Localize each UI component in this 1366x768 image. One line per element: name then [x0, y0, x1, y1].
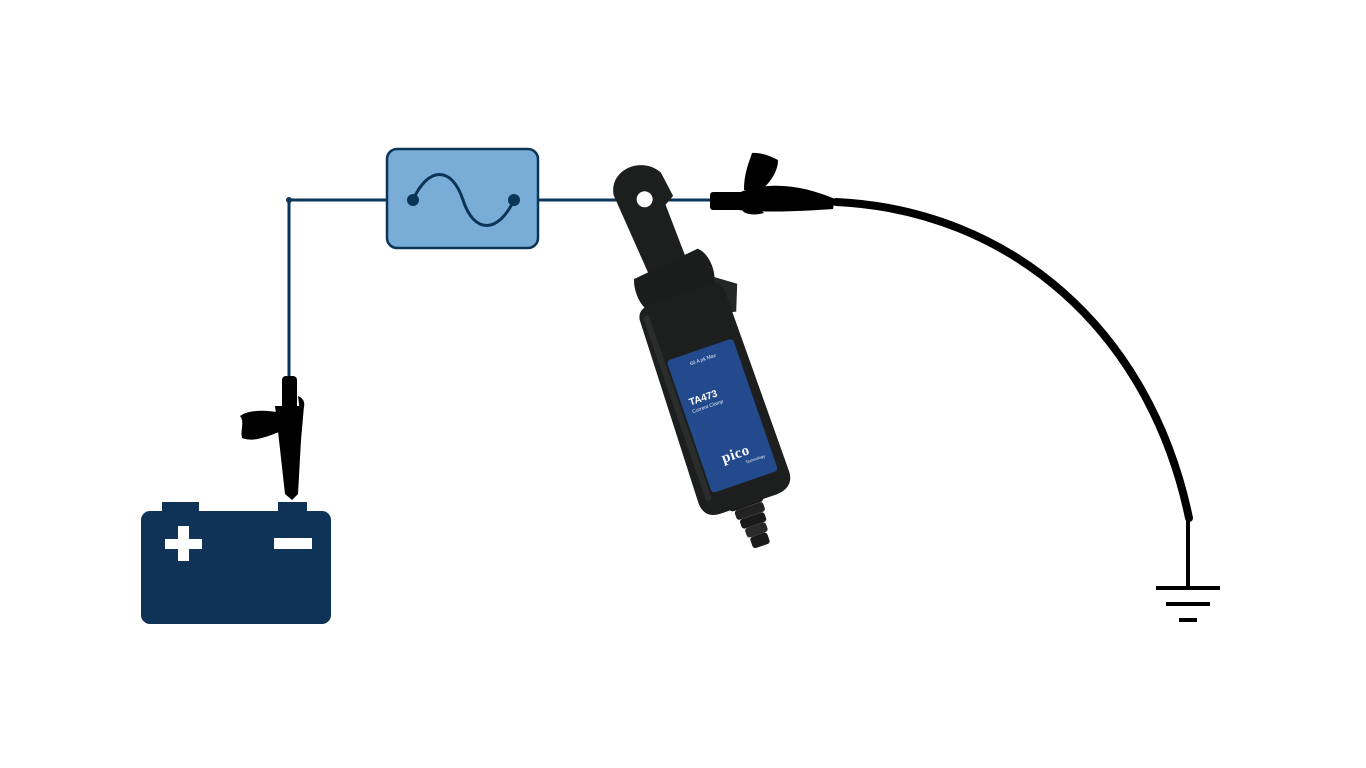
battery-icon: [141, 502, 331, 624]
ground-icon: [1156, 520, 1220, 622]
current-clamp: 60 A pk Max TA473 Current Clamp pico Tec…: [613, 165, 791, 549]
fuse-element: [411, 173, 516, 227]
ground-lead-clip: [710, 152, 835, 215]
clamp-brand-sub: Technology: [745, 453, 766, 464]
battery-body: [141, 511, 331, 624]
clamp-jaw: [613, 165, 687, 280]
positive-symbol: [165, 526, 202, 561]
clamp-label-panel: [667, 339, 778, 493]
battery-negative-clip: [240, 376, 305, 500]
fuse-terminal-left: [407, 194, 419, 206]
wire-junction: [286, 197, 292, 203]
fuse-terminal-right: [508, 194, 520, 206]
ground-lead: [832, 198, 1193, 522]
negative-symbol: [274, 538, 312, 549]
fuse-icon: [385, 147, 540, 250]
clamp-jaw-opening: [636, 191, 653, 208]
